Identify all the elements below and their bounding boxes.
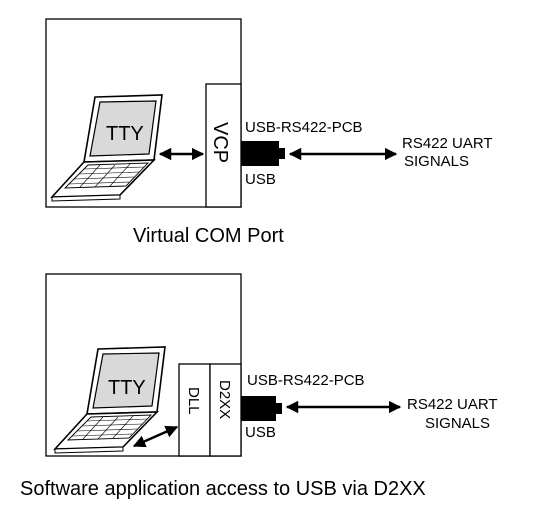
signal-label-line2: SIGNALS [404,153,469,170]
adapter-label: USB-RS422-PCB [245,119,363,136]
d2xx-driver-block [209,363,242,457]
dll-block [178,363,211,457]
usb-port-label: USB [245,171,276,188]
dll-label: DLL [185,387,202,415]
double-arrow-icon [132,425,179,448]
laptop-icon [53,346,166,454]
signal-label-line1: RS422 UART [402,135,493,152]
laptop-screen-label: TTY [106,123,144,145]
vcp-driver-block [205,83,242,208]
panel-d2xx: DLL D2XX TTY USB-RS422-PCB USB [20,273,498,500]
vcp-driver-label: VCP [209,122,231,163]
laptop-icon [50,94,163,202]
signal-label-line1: RS422 UART [407,396,498,413]
adapter-label: USB-RS422-PCB [247,372,365,389]
d2xx-driver-label: D2XX [216,380,233,419]
panel-vcp: VCP TTY USB-RS422-PCB USB RS422 [45,18,493,247]
usb-connector-icon [241,396,282,421]
caption-d2xx: Software application access to USB via D… [20,478,426,500]
usb-connector-icon [241,141,285,166]
usb-port-label: USB [245,424,276,441]
caption-vcp: Virtual COM Port [133,225,284,247]
signal-label-line2: SIGNALS [425,415,490,432]
laptop-screen-label: TTY [108,377,146,399]
